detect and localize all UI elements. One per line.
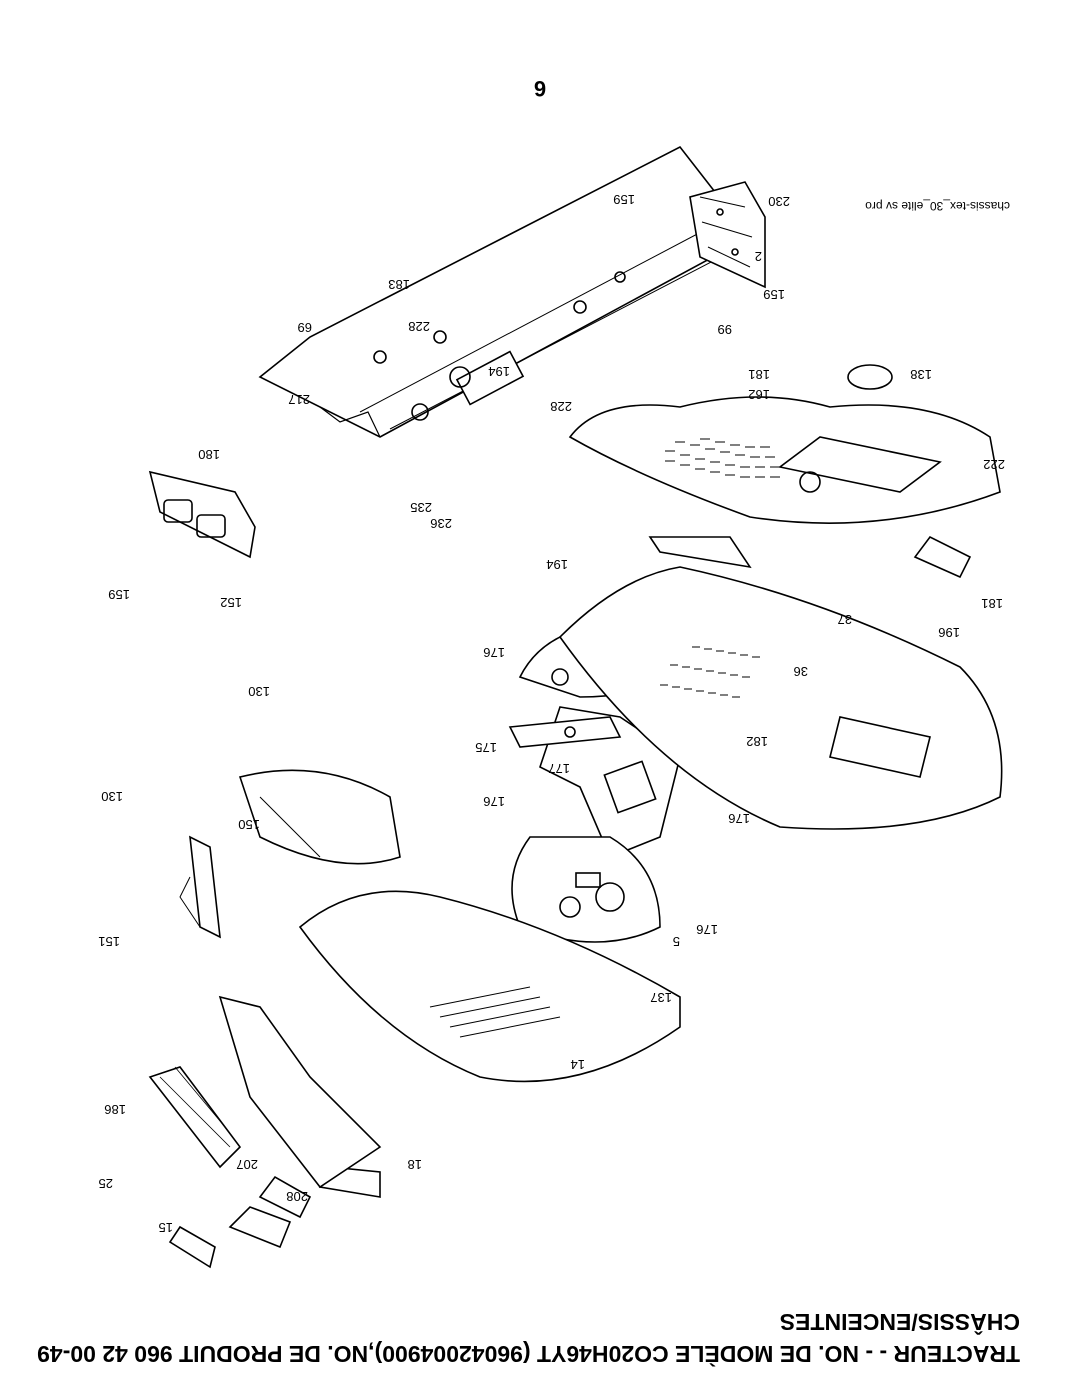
callout-176: 176	[483, 645, 505, 660]
rear-bracket-part	[689, 181, 766, 289]
callout-236: 236	[430, 516, 452, 531]
callout-15: 15	[158, 1220, 173, 1235]
bumper-part	[218, 995, 382, 1189]
callout-5: 5	[672, 934, 680, 949]
callout-151: 151	[98, 934, 120, 949]
callout-37: 37	[837, 612, 852, 627]
callout-176: 176	[483, 794, 505, 809]
rear-deck-part	[558, 566, 1003, 830]
callout-14: 14	[570, 1057, 585, 1072]
seat-pan-part	[847, 364, 972, 579]
console-part	[511, 836, 661, 943]
callout-183: 183	[388, 277, 410, 292]
callout-159: 159	[763, 287, 785, 302]
headlight-lens-part	[168, 1166, 381, 1269]
headlight-housing-part	[148, 470, 256, 559]
callout-2: 2	[754, 249, 762, 264]
callout-18: 18	[407, 1157, 422, 1172]
callout-207: 207	[236, 1157, 258, 1172]
callout-175: 175	[475, 740, 497, 755]
callout-130: 130	[101, 789, 123, 804]
callout-137: 137	[650, 990, 672, 1005]
callout-181: 181	[748, 367, 770, 382]
grille-part	[148, 1066, 242, 1169]
callout-150: 150	[238, 817, 260, 832]
callout-99: 99	[717, 322, 732, 337]
callout-176: 176	[696, 922, 718, 937]
callout-194: 194	[546, 557, 568, 572]
callout-177: 177	[548, 761, 570, 776]
callout-159: 159	[108, 587, 130, 602]
callout-228: 228	[550, 399, 572, 414]
chassis-frame-part	[258, 145, 752, 438]
callout-36: 36	[793, 664, 808, 679]
callout-162: 162	[748, 387, 770, 402]
callout-69: 69	[297, 320, 312, 335]
callout-230: 230	[768, 194, 790, 209]
callout-208: 208	[286, 1189, 308, 1204]
callout-235: 235	[410, 500, 432, 515]
callout-130: 130	[248, 684, 270, 699]
callout-194: 194	[488, 364, 510, 379]
callout-152: 152	[220, 595, 242, 610]
callout-217: 217	[288, 392, 310, 407]
callout-159: 159	[613, 192, 635, 207]
bracket-part	[508, 716, 622, 748]
callout-180: 180	[198, 447, 220, 462]
battery-tray-part	[238, 769, 401, 865]
support-bracket-part	[179, 835, 221, 939]
callout-138: 138	[910, 367, 932, 382]
callout-196: 196	[938, 625, 960, 640]
fender-part	[568, 396, 1001, 569]
callout-182: 182	[746, 734, 768, 749]
callout-25: 25	[98, 1176, 113, 1191]
callout-181: 181	[981, 596, 1003, 611]
callout-228: 228	[408, 319, 430, 334]
hood-part	[298, 890, 681, 1083]
callout-186: 186	[104, 1102, 126, 1117]
callout-176: 176	[728, 811, 750, 826]
callout-222: 222	[983, 457, 1005, 472]
